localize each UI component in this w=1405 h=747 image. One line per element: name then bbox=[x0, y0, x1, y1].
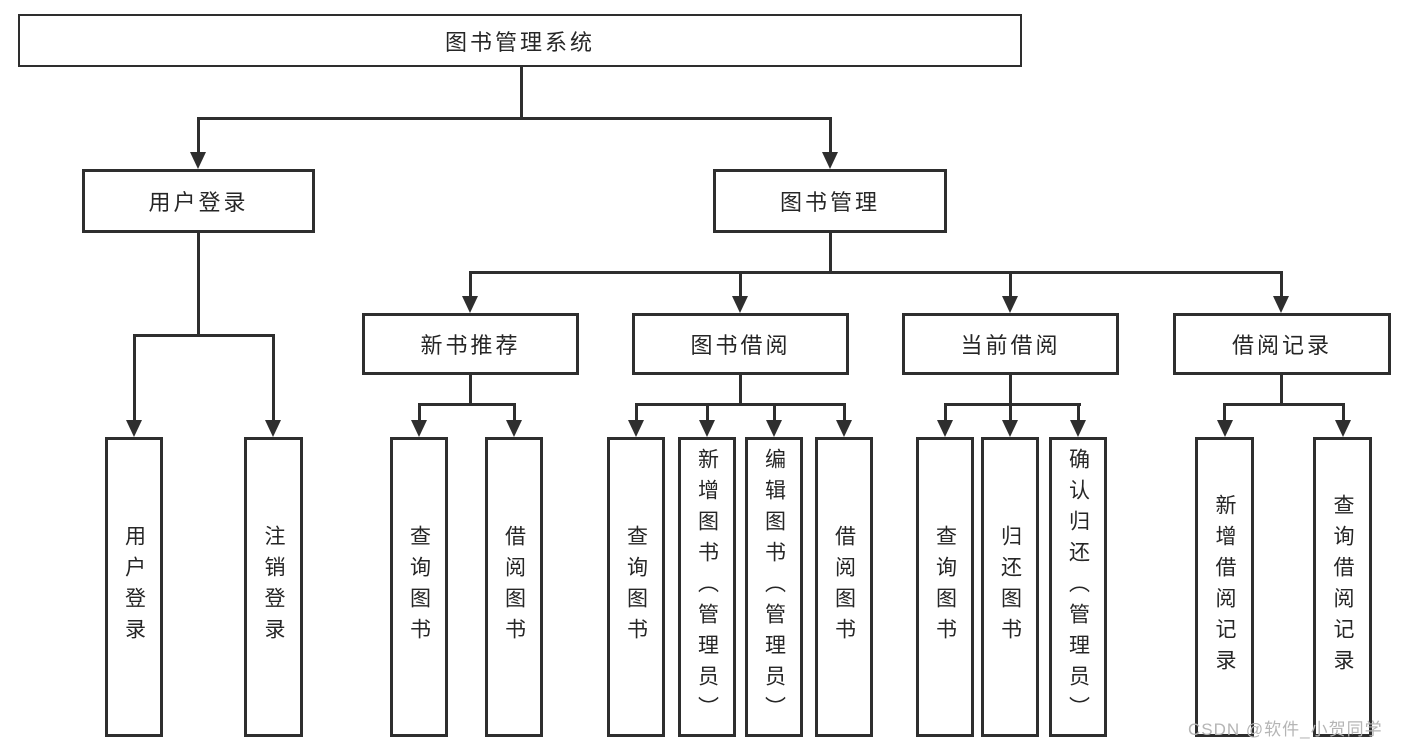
leaf-br-query-record-label: 查询借阅记录 bbox=[1331, 494, 1354, 680]
node-user-login: 用户登录 bbox=[82, 169, 315, 233]
node-current-borrow: 当前借阅 bbox=[902, 313, 1119, 375]
arrow-stem-leaf-logout bbox=[271, 334, 275, 422]
arrow-stem-bb-borrow bbox=[842, 403, 846, 422]
arrow-stem-book-management bbox=[828, 117, 832, 154]
node-user-login-label: 用户登录 bbox=[148, 190, 249, 215]
node-borrow-records: 借阅记录 bbox=[1173, 313, 1391, 375]
leaf-bb-add-book-admin-label: 新增图书（管理员） bbox=[695, 447, 719, 727]
leaf-br-add-record: 新增借阅记录 bbox=[1195, 437, 1254, 737]
leaf-bb-query-books: 查询图书 bbox=[607, 437, 665, 737]
connector-nb-hline bbox=[417, 403, 516, 406]
node-borrow-records-label: 借阅记录 bbox=[1231, 333, 1332, 358]
node-new-book-recommend: 新书推荐 bbox=[362, 313, 579, 375]
arrow-stem-user-login bbox=[196, 117, 200, 154]
arrow-head-cb-query bbox=[937, 420, 953, 437]
leaf-cb-confirm-return-admin: 确认归还（管理员） bbox=[1049, 437, 1107, 737]
arrow-stem-br-query bbox=[1341, 403, 1345, 422]
leaf-br-add-record-label: 新增借阅记录 bbox=[1213, 494, 1236, 680]
arrow-stem-new-book-recommend bbox=[468, 271, 472, 299]
arrow-head-nb-borrow bbox=[506, 420, 522, 437]
leaf-bb-edit-book-admin: 编辑图书（管理员） bbox=[745, 437, 803, 737]
arrow-stem-bb-query bbox=[634, 403, 638, 422]
node-root: 图书管理系统 bbox=[18, 14, 1022, 67]
arrow-head-bb-borrow bbox=[836, 420, 852, 437]
leaf-bb-borrow-books: 借阅图书 bbox=[815, 437, 873, 737]
leaf-br-query-record: 查询借阅记录 bbox=[1313, 437, 1372, 737]
node-book-management-label: 图书管理 bbox=[779, 190, 880, 215]
arrow-stem-cb-return bbox=[1008, 403, 1012, 422]
arrow-head-cb-return bbox=[1002, 420, 1018, 437]
arrow-head-borrow-records bbox=[1273, 296, 1289, 313]
node-root-label: 图书管理系统 bbox=[444, 29, 595, 55]
leaf-bb-query-books-label: 查询图书 bbox=[624, 525, 648, 649]
arrow-head-br-query bbox=[1335, 420, 1351, 437]
leaf-nb-borrow-books-label: 借阅图书 bbox=[502, 525, 526, 649]
connector-bb-vline bbox=[738, 374, 742, 406]
arrow-stem-cb-confirm bbox=[1076, 403, 1080, 422]
arrow-stem-leaf-user-login bbox=[132, 334, 136, 422]
arrow-head-nb-query bbox=[411, 420, 427, 437]
node-new-book-recommend-label: 新书推荐 bbox=[420, 333, 521, 358]
node-book-borrow: 图书借阅 bbox=[632, 313, 849, 375]
arrow-stem-borrow-records bbox=[1279, 271, 1283, 299]
connector-nb-vline bbox=[468, 374, 472, 406]
leaf-logout: 注销登录 bbox=[244, 437, 303, 737]
leaf-cb-query-books-label: 查询图书 bbox=[933, 525, 957, 649]
leaf-nb-borrow-books: 借阅图书 bbox=[485, 437, 543, 737]
leaf-cb-query-books: 查询图书 bbox=[916, 437, 974, 737]
arrow-head-book-borrow bbox=[732, 296, 748, 313]
arrow-stem-bb-edit bbox=[772, 403, 776, 422]
leaf-logout-label: 注销登录 bbox=[262, 525, 285, 649]
leaf-bb-edit-book-admin-label: 编辑图书（管理员） bbox=[762, 447, 786, 727]
leaf-bb-borrow-books-label: 借阅图书 bbox=[832, 525, 856, 649]
arrow-stem-current-borrow bbox=[1008, 271, 1012, 299]
connector-root-vline bbox=[519, 66, 523, 119]
arrow-stem-bb-add bbox=[705, 403, 709, 422]
arrow-head-br-add bbox=[1216, 420, 1233, 437]
arrow-head-cb-confirm bbox=[1070, 420, 1086, 437]
arrow-stem-cb-query bbox=[943, 403, 947, 422]
arrow-head-bb-edit bbox=[766, 420, 782, 437]
connector-book-mgmt-hline bbox=[468, 271, 1283, 274]
leaf-cb-return-books: 归还图书 bbox=[981, 437, 1039, 737]
arrow-head-bb-query bbox=[628, 420, 644, 437]
leaf-cb-return-books-label: 归还图书 bbox=[998, 525, 1022, 649]
leaf-nb-query-books: 查询图书 bbox=[390, 437, 448, 737]
arrow-stem-nb-query bbox=[417, 403, 421, 422]
connector-user-login-hline bbox=[132, 334, 275, 337]
leaf-bb-add-book-admin: 新增图书（管理员） bbox=[678, 437, 736, 737]
arrow-head-bb-add bbox=[699, 420, 715, 437]
connector-bb-hline bbox=[634, 403, 846, 406]
connector-br-vline bbox=[1279, 374, 1283, 406]
leaf-nb-query-books-label: 查询图书 bbox=[407, 525, 431, 649]
arrow-head-book-management bbox=[822, 152, 838, 169]
connector-br-hline bbox=[1223, 403, 1344, 406]
arrow-head-leaf-user-login bbox=[126, 420, 142, 437]
arrow-stem-br-add bbox=[1223, 403, 1226, 422]
csdn-watermark: CSDN @软件_小贺同学 bbox=[1188, 720, 1383, 739]
connector-user-login-vline bbox=[196, 231, 200, 336]
leaf-user-login: 用户登录 bbox=[105, 437, 163, 737]
arrow-head-new-book-recommend bbox=[462, 296, 478, 313]
arrow-stem-nb-borrow bbox=[512, 403, 516, 422]
leaf-user-login-label: 用户登录 bbox=[122, 525, 146, 649]
leaf-cb-confirm-return-admin-label: 确认归还（管理员） bbox=[1066, 447, 1090, 727]
connector-cb-hline bbox=[943, 403, 1081, 406]
arrow-head-user-login bbox=[190, 152, 206, 169]
connector-book-mgmt-vline bbox=[828, 232, 832, 274]
arrow-stem-book-borrow bbox=[738, 271, 742, 299]
node-current-borrow-label: 当前借阅 bbox=[960, 333, 1061, 358]
arrow-head-leaf-logout bbox=[265, 420, 281, 437]
node-book-borrow-label: 图书借阅 bbox=[690, 333, 791, 358]
arrow-head-current-borrow bbox=[1002, 296, 1018, 313]
node-book-management: 图书管理 bbox=[713, 169, 947, 233]
connector-cb-vline bbox=[1008, 374, 1012, 406]
connector-root-hline bbox=[196, 117, 832, 120]
